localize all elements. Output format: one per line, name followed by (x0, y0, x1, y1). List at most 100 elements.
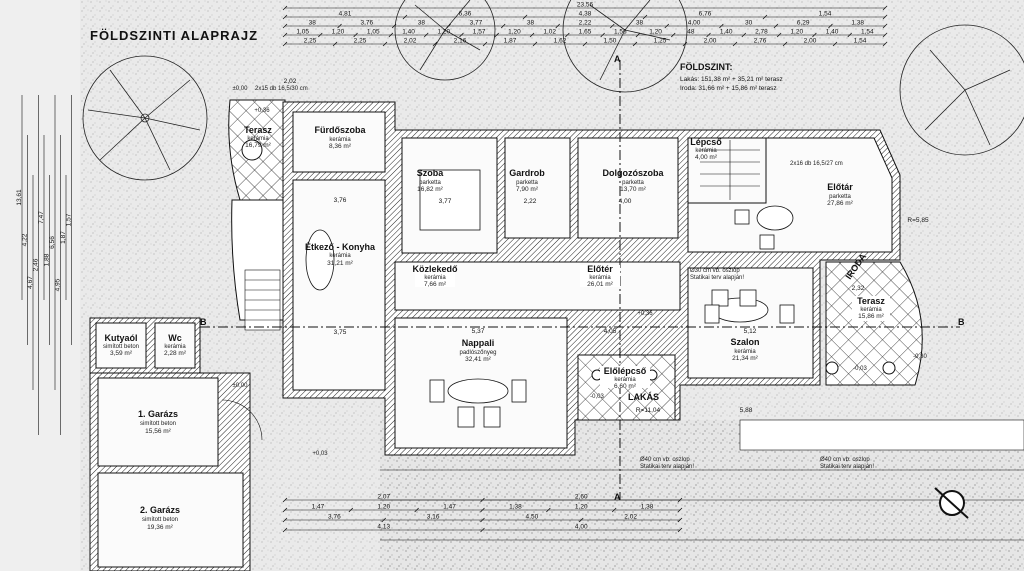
room-garage-2 (97, 472, 244, 568)
svg-text:4,00 m²: 4,00 m² (695, 154, 718, 161)
dimension-label: 5,37 (472, 328, 485, 335)
svg-text:parketta: parketta (829, 194, 851, 200)
dimension-label: 3,76 (328, 514, 341, 521)
dimension-label: 1,05 (367, 29, 380, 36)
level-mark: ±0,00 (233, 86, 249, 92)
dimension-label: 1,54 (819, 11, 832, 18)
svg-text:Szalon: Szalon (730, 337, 759, 347)
svg-text:6,60 m²: 6,60 m² (614, 383, 637, 390)
room-stairs (687, 137, 767, 204)
svg-text:Dolgozószoba: Dolgozószoba (603, 168, 665, 178)
svg-text:Fürdőszoba: Fürdőszoba (315, 125, 367, 135)
dimension-label: 1,20 (790, 29, 803, 36)
summary-flat: Lakás: 151,38 m² + 35,21 m² terasz (680, 76, 783, 83)
dimension-tick (677, 497, 683, 503)
summary-heading: FÖLDSZINT: (680, 62, 733, 72)
dimension-tick (776, 32, 782, 38)
tree-icon (899, 24, 1024, 156)
dimension-tick (832, 41, 838, 47)
svg-text:simított beton: simított beton (142, 517, 178, 523)
svg-text:26,01 m²: 26,01 m² (587, 281, 613, 288)
dimension-label: 1,57 (66, 213, 73, 226)
svg-text:Terasz: Terasz (857, 296, 885, 306)
dimension-tick (500, 23, 506, 29)
dimension-label: 1,20 (377, 504, 390, 511)
dimension-tick (480, 527, 485, 533)
dimension-label: 2,02 (284, 78, 297, 85)
stairs-note: 2x15 db 16,5/30 cm (255, 86, 308, 92)
svg-text:Közlekedő: Közlekedő (412, 264, 458, 274)
summary-office: Iroda: 31,66 m² + 15,86 m² terasz (680, 85, 777, 92)
door-swing (221, 399, 263, 441)
dimension-tick (432, 41, 438, 47)
terrace-right (825, 261, 923, 386)
svg-text:kerámia: kerámia (734, 349, 756, 355)
dimension-tick (732, 41, 738, 47)
dimension-label: 3,77 (470, 20, 483, 27)
dimension-tick (706, 32, 711, 38)
dimension-tick (677, 507, 683, 513)
dimension-tick (446, 23, 451, 29)
dimension-tick (719, 23, 724, 29)
dimension-tick (677, 517, 683, 523)
dimension-label: 2,46 (33, 258, 40, 271)
dimension-tick (494, 32, 500, 38)
svg-text:27,86 m²: 27,86 m² (827, 200, 853, 207)
dimension-tick (828, 23, 833, 29)
dimension-tick (480, 517, 485, 523)
svg-text:kerámia: kerámia (614, 377, 636, 383)
svg-text:kerámia: kerámia (695, 148, 717, 154)
dimension-label: 4,50 (526, 514, 539, 521)
section-b-label: B (958, 317, 965, 327)
dimension-label: 4,00 (619, 198, 632, 205)
svg-text:kerámia: kerámia (329, 137, 351, 143)
dimension-tick (282, 517, 288, 523)
dimension-label: 3,77 (439, 198, 452, 205)
dimension-label: 1,20 (649, 29, 662, 36)
svg-text:kerámia: kerámia (589, 275, 611, 281)
room-kennel (95, 322, 147, 369)
dimension-tick (480, 507, 485, 513)
dimension-label: 5,88 (740, 407, 753, 414)
svg-text:31,21 m²: 31,21 m² (327, 260, 353, 267)
svg-text:2,28 m²: 2,28 m² (164, 350, 187, 357)
dimension-tick (348, 507, 354, 513)
column-note: Statikai terv alapján! (640, 464, 694, 470)
column-note: Statikai terv alapján! (820, 464, 874, 470)
dimension-label: 1,54 (861, 29, 874, 36)
section-b-label: B (200, 317, 207, 327)
dimension-tick (402, 14, 408, 20)
dimension-tick (882, 41, 888, 47)
dimension-label: 1,87 (60, 231, 67, 244)
dimension-tick (353, 32, 358, 38)
svg-text:Lépcső: Lépcső (690, 137, 722, 147)
svg-text:1. Garázs: 1. Garázs (138, 409, 178, 419)
dimension-label: 2,22 (579, 20, 592, 27)
dimension-label: 1,02 (543, 29, 556, 36)
dimension-label: 1,50 (604, 38, 617, 45)
svg-text:parketta: parketta (516, 180, 538, 186)
dimension-label: 6,36 (459, 11, 472, 18)
dimension-label: 4,38 (579, 11, 592, 18)
dimension-tick (391, 23, 397, 29)
dimension-label: 5,12 (744, 328, 757, 335)
dimension-label: 1,54 (854, 38, 867, 45)
stairs-note: 2x16 db 16,5/27 cm (790, 161, 843, 167)
dimension-tick (337, 23, 342, 29)
dimension-tick (847, 32, 852, 38)
dimension-label: 3,16 (427, 514, 440, 521)
